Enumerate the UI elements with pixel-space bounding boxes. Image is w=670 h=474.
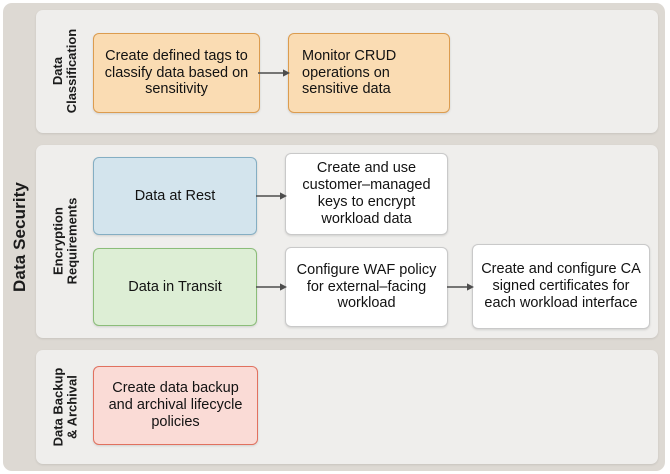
- node-data-at-rest[interactable]: Data at Rest: [93, 157, 257, 235]
- node-ca-signed-certificates[interactable]: Create and configure CA signed certifica…: [472, 244, 650, 329]
- arrow-right-icon: [258, 69, 290, 77]
- node-configure-waf-policy[interactable]: Configure WAF policy for external–facing…: [285, 247, 448, 327]
- arrow-right-icon: [447, 283, 474, 291]
- arrow-right-icon: [256, 192, 287, 200]
- node-backup-archival-policies[interactable]: Create data backup and archival lifecycl…: [93, 366, 258, 445]
- node-monitor-crud-operations[interactable]: Monitor CRUD operations on sensitive dat…: [288, 33, 450, 113]
- diagram-main-title-label: Data Security: [9, 182, 29, 292]
- section-title-data-backup-archival: Data Backup& Archival: [36, 350, 94, 464]
- diagram-main-title: Data Security: [3, 3, 36, 471]
- section-title-label: Data Backup& Archival: [49, 367, 79, 447]
- node-create-defined-tags[interactable]: Create defined tags to classify data bas…: [93, 33, 260, 113]
- node-data-in-transit[interactable]: Data in Transit: [93, 248, 257, 326]
- node-customer-managed-keys[interactable]: Create and use customer–managed keys to …: [285, 153, 448, 235]
- arrow-right-icon: [256, 283, 287, 291]
